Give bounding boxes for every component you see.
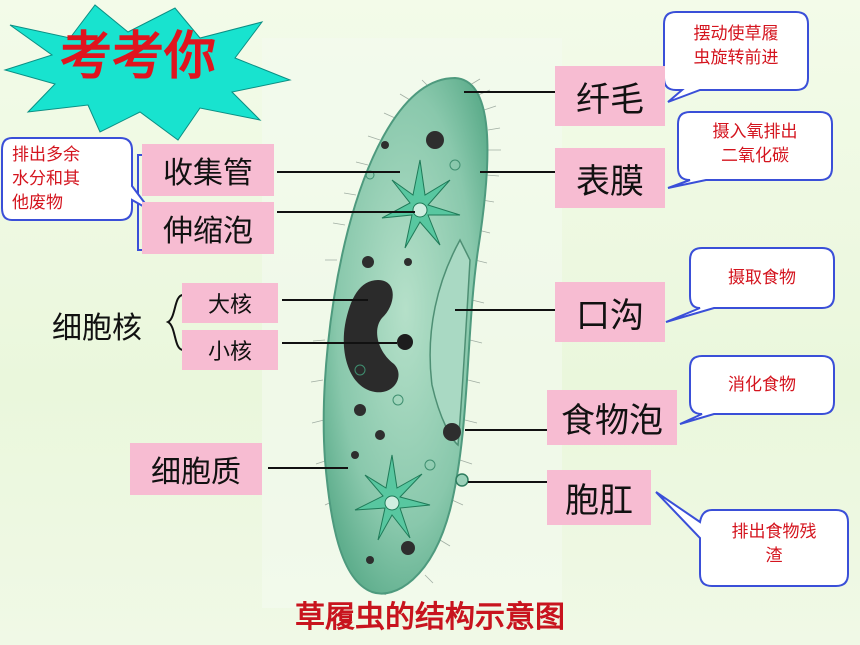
note-membrane: 摄入氧排出 二氧化碳	[712, 122, 798, 166]
label-oral-groove: 口沟	[555, 282, 665, 342]
label-collecting-tube: 收集管	[142, 144, 274, 196]
label-cilia: 纤毛	[555, 66, 665, 126]
label-cytoplasm: 细胞质	[130, 443, 262, 495]
label-contractile-vacuole: 伸缩泡	[142, 202, 274, 254]
label-food-vacuole: 食物泡	[547, 390, 677, 445]
diagram-caption: 草履虫的结构示意图	[295, 600, 565, 635]
anal-pore	[455, 473, 469, 487]
macronucleus	[343, 280, 399, 393]
note-oral-groove: 摄取食物	[728, 268, 796, 288]
label-micronucleus: 小核	[182, 330, 278, 370]
food-vacuoles	[351, 131, 461, 564]
note-anal-pore: 排出食物残 渣	[731, 522, 817, 566]
label-anal-pore: 胞肛	[547, 470, 651, 525]
bubble-oral	[665, 247, 835, 323]
bubble-cilia	[663, 11, 809, 103]
page-title: 考考你	[60, 27, 217, 87]
title-star-burst	[3, 4, 292, 141]
bubble-membrane	[667, 111, 833, 189]
note-contractile-vacuole: 排出多余 水分和其 他废物	[12, 145, 80, 213]
label-macronucleus: 大核	[182, 283, 278, 323]
label-membrane: 表膜	[555, 148, 665, 208]
label-nucleus-group: 细胞核	[52, 311, 142, 346]
note-cilia: 摆动使草履 虫旋转前进	[693, 24, 779, 68]
micronucleus	[397, 334, 413, 350]
bubble-vacuole	[1, 137, 151, 221]
contractile-vacuole-top	[381, 159, 461, 249]
bubble-anal	[655, 491, 849, 587]
nucleus-brace	[165, 294, 184, 351]
contractile-vacuole-bottom	[354, 454, 431, 541]
note-food-vacuole: 消化食物	[728, 375, 796, 395]
bubble-food	[679, 355, 835, 425]
leader-lines	[268, 91, 555, 483]
